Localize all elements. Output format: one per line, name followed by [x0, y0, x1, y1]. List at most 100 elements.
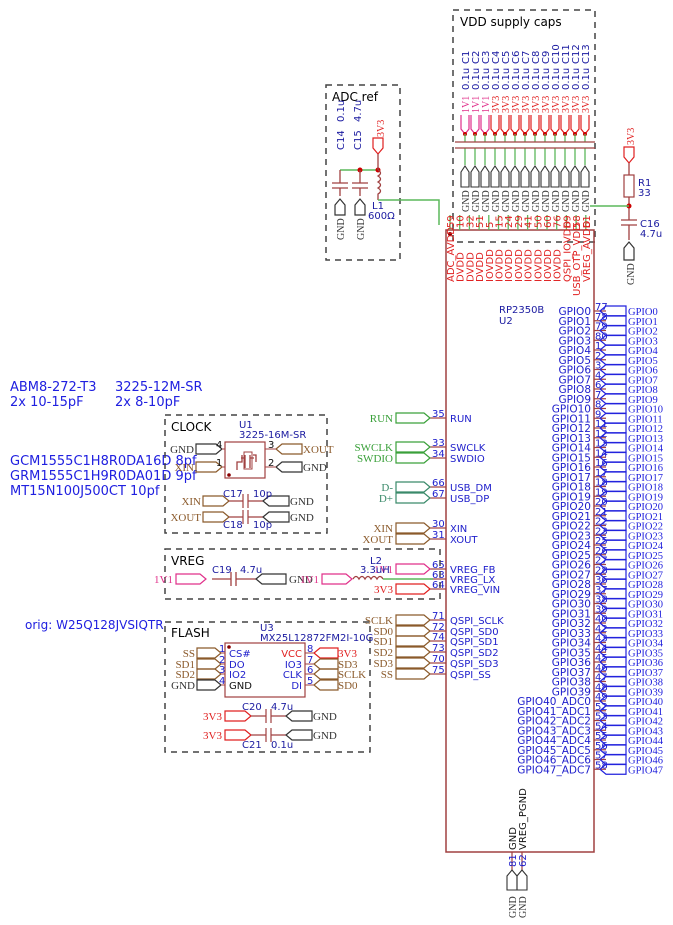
- pin-number: 36: [595, 575, 608, 586]
- net-label: SD3: [338, 659, 358, 671]
- l1-ref: L1: [372, 201, 384, 212]
- net-port: [196, 658, 222, 670]
- power-port: [470, 115, 480, 135]
- gpio-port: [599, 578, 627, 590]
- pin-number: 40: [595, 614, 608, 625]
- gpio-net-label: GPIO0: [628, 307, 658, 318]
- gpio-net-label: GPIO39: [628, 687, 663, 698]
- gnd-port: [334, 198, 346, 216]
- pin-number: 4: [216, 440, 222, 451]
- gpio-net-label: GPIO37: [628, 668, 663, 679]
- vreg-box: [164, 548, 441, 600]
- pin-name: GPIO5: [558, 355, 591, 367]
- pin-number: 4: [219, 676, 225, 687]
- gnd-label: GND: [336, 218, 347, 240]
- gpio-port: [599, 383, 627, 395]
- pin-name: GPIO26: [552, 560, 592, 572]
- power-port: [550, 115, 560, 135]
- pin-name: GPIO18: [552, 482, 591, 494]
- net-label: SD0: [373, 626, 393, 638]
- pin-number: 28: [595, 565, 608, 576]
- gnd-port: [520, 165, 530, 188]
- pin-number: 3: [268, 440, 274, 451]
- gpio-net-label: GPIO21: [628, 512, 663, 523]
- gnd-label: GND: [571, 190, 582, 212]
- pin-number: 22: [595, 517, 608, 528]
- gpio-port: [599, 753, 627, 766]
- vreg-avdd-filter: 3V3 R1 33 C16 4.7u GND: [590, 128, 662, 285]
- pin-number: 34: [432, 449, 445, 460]
- gpio-net-label: GPIO4: [628, 346, 659, 357]
- c16-ref: C16: [640, 219, 660, 230]
- net-port: [313, 647, 339, 659]
- gpio-net-label: GPIO23: [628, 531, 663, 542]
- gpio-port: [599, 568, 627, 580]
- pin-name: GPIO21: [552, 511, 591, 523]
- cap-ref: C3: [481, 51, 492, 64]
- pin-name: QSPI_SCLK: [450, 616, 504, 627]
- u2-top-pins: 59ADC_AVDD10DVDD32DVDD51DVDD5IOVDD15IOVD…: [446, 215, 593, 296]
- crystal-symbol: [236, 454, 257, 470]
- pin-number: 17: [595, 468, 608, 479]
- pin-number: 49: [595, 692, 608, 703]
- cap-ref: C2: [471, 51, 482, 64]
- pin-name: SWCLK: [450, 443, 486, 454]
- net-port: [275, 443, 303, 455]
- pin-number: 42: [595, 624, 608, 635]
- pin-number: 62: [518, 854, 529, 867]
- gnd-label: GND: [356, 218, 367, 240]
- net-label: SS: [183, 648, 195, 660]
- gpio-port: [599, 412, 627, 424]
- pin-number: 6: [595, 380, 601, 391]
- pin-number: 48: [595, 682, 608, 693]
- cap-value: 0.1u: [471, 68, 482, 90]
- pin-name: VREG_VIN: [450, 585, 500, 596]
- net-label: GND: [290, 496, 314, 508]
- pin-name: IOVDD: [504, 249, 515, 282]
- c15-ref: C15: [353, 130, 364, 150]
- pin-number: 38: [595, 595, 608, 606]
- pin-number: 2: [595, 351, 601, 362]
- pin-name: GPIO45_ADC5: [517, 745, 591, 757]
- gpio-port: [599, 354, 627, 366]
- adc-ref-title: ADC ref: [332, 90, 379, 104]
- pin-name: QSPI_SS: [450, 670, 491, 681]
- gpio-net-label: GPIO34: [628, 639, 664, 650]
- net-label: 3V3: [203, 730, 222, 742]
- cap-ref: C10: [551, 44, 562, 64]
- pin-name: GPIO10: [552, 404, 591, 416]
- gpio-net-label: GPIO46: [628, 756, 663, 767]
- net-port: [395, 668, 431, 680]
- cap-rail-label: 3V3: [521, 96, 532, 113]
- c14-ref: C14: [336, 130, 347, 150]
- u2-part: RP2350B: [499, 305, 544, 316]
- net-port: [395, 614, 431, 626]
- pin-name: QSPI_IOVDD: [562, 221, 573, 282]
- pin-name: USB_DP: [450, 494, 489, 505]
- net-port: [262, 495, 290, 507]
- gpio-net-label: GPIO3: [628, 336, 658, 347]
- pin-number: 60: [543, 215, 554, 228]
- pin-name: GPIO15: [552, 452, 591, 464]
- pin-number: 72: [432, 622, 445, 633]
- net-label: XIN: [373, 523, 393, 535]
- gpio-net-label: GPIO22: [628, 522, 663, 533]
- cap-rail-label: 3V3: [551, 96, 562, 113]
- gpio-net-label: GPIO32: [628, 619, 663, 630]
- pin-number: 35: [432, 409, 445, 420]
- gnd-label: GND: [471, 190, 482, 212]
- gpio-net-label: GPIO2: [628, 327, 658, 338]
- gpio-net-label: GPIO11: [628, 414, 663, 425]
- r1-ref: R1: [638, 178, 651, 189]
- c21-symbol: [251, 728, 286, 742]
- pin-name: QSPI_SD1: [450, 637, 499, 648]
- gpio-port: [599, 432, 627, 444]
- gnd-port: [550, 165, 560, 188]
- power-port: [560, 115, 570, 135]
- pin-number: 8: [595, 400, 601, 411]
- net-label: GND: [313, 711, 337, 723]
- pin-name: GPIO25: [552, 550, 591, 562]
- gpio-port: [599, 744, 627, 756]
- net-label: SD1: [175, 659, 195, 671]
- note-flash-orig: orig: W25Q128JVSIQTR: [25, 618, 164, 632]
